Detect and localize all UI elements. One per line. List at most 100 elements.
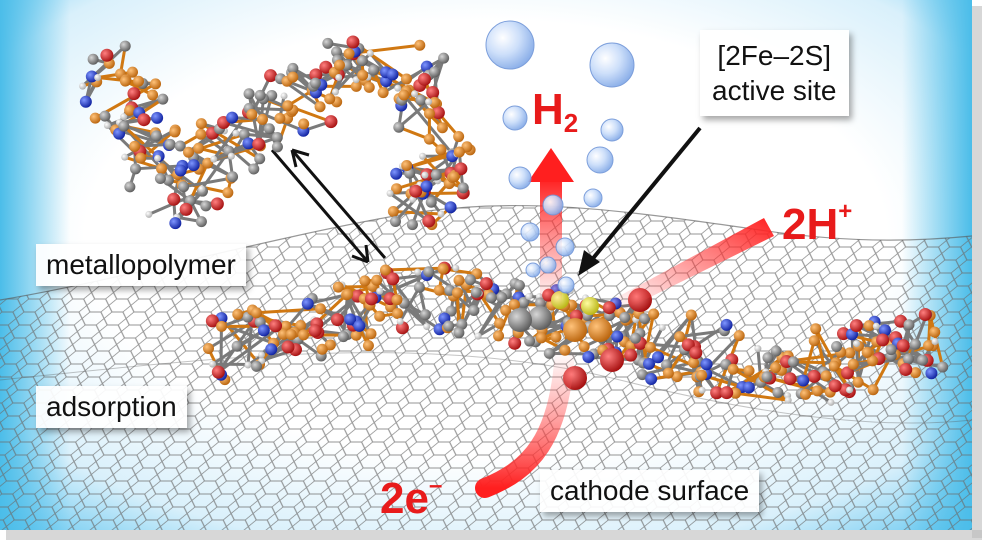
atom (362, 340, 374, 352)
atom (453, 327, 465, 339)
atom (386, 189, 394, 197)
atom (174, 164, 187, 177)
frame-shadow-right (972, 6, 982, 538)
atom (524, 335, 536, 347)
sulfur-atom (581, 297, 599, 315)
atom (840, 366, 854, 380)
atom (120, 113, 128, 121)
bubble (586, 146, 614, 174)
active-site-label-line2: active site (712, 75, 837, 106)
atom (799, 388, 811, 400)
atom (508, 336, 522, 350)
atom (896, 339, 910, 353)
atom (885, 344, 897, 356)
adsorption-label: adsorption (36, 386, 187, 428)
frame-shadow-bottom (6, 530, 982, 540)
bond (382, 56, 445, 94)
atom (535, 332, 547, 344)
atom (787, 356, 799, 368)
atom (422, 214, 436, 228)
hydrogen-label-sub: 2 (563, 108, 579, 138)
atom (797, 374, 810, 387)
bond (641, 313, 656, 364)
bubble (485, 20, 535, 70)
atom (810, 323, 822, 335)
atom (314, 303, 326, 315)
bond (398, 286, 421, 323)
active-site-atom (588, 318, 612, 342)
atom (124, 104, 136, 116)
atom (923, 340, 935, 352)
atom (227, 152, 235, 160)
bond (833, 364, 874, 392)
atom (867, 384, 879, 396)
bubble (542, 194, 564, 216)
atom (157, 93, 169, 105)
atom (94, 73, 102, 81)
atom (195, 118, 207, 130)
atom (271, 132, 283, 144)
atom (356, 55, 368, 67)
atom (335, 73, 343, 81)
atom (200, 200, 212, 212)
atom (154, 173, 166, 185)
atom (287, 71, 299, 83)
atom (257, 324, 270, 337)
atom (205, 314, 219, 328)
electrons-label-main: 2e (380, 474, 429, 523)
atom (937, 361, 949, 373)
bond (223, 121, 278, 140)
active-site-atom (600, 348, 624, 372)
free-metallopolymer-molecule (79, 35, 476, 231)
atom (232, 129, 240, 137)
bond (601, 303, 639, 352)
atom (661, 359, 673, 371)
equilibrium-arrows (270, 148, 387, 264)
atom (210, 197, 224, 211)
atom (513, 279, 525, 291)
bubble (555, 237, 575, 257)
bubble (539, 256, 557, 274)
atom (119, 75, 131, 87)
atom (903, 319, 915, 331)
atom (386, 272, 400, 286)
atom (156, 163, 168, 175)
atom (250, 307, 262, 319)
atom (391, 294, 403, 306)
atom (353, 319, 366, 332)
atom (129, 140, 141, 152)
atom (265, 343, 278, 356)
atom (872, 322, 880, 330)
atom (611, 330, 624, 343)
active-site-atom (528, 306, 552, 330)
atom (89, 112, 101, 124)
atom (423, 266, 435, 278)
atom (899, 362, 913, 376)
atom (248, 163, 260, 175)
atom (425, 98, 433, 106)
atom (121, 153, 129, 161)
atom (730, 387, 742, 399)
atom (79, 95, 92, 108)
hydrogen-bubbles (485, 20, 635, 294)
atom (420, 180, 433, 193)
atom (210, 155, 218, 163)
atom (377, 87, 389, 99)
atom (671, 371, 683, 383)
atom (929, 326, 941, 338)
atom (282, 100, 294, 112)
atom (243, 88, 255, 100)
atom (87, 53, 99, 65)
atom (644, 341, 656, 353)
active-site-pointer-arrow (578, 126, 702, 276)
atom (314, 101, 326, 113)
atom (391, 183, 403, 195)
atom (195, 216, 207, 228)
electrons-label: 2e– (380, 474, 442, 521)
atom (496, 291, 508, 303)
atom (269, 319, 283, 333)
atom (783, 372, 797, 386)
atom (330, 313, 344, 327)
atom (324, 93, 336, 105)
